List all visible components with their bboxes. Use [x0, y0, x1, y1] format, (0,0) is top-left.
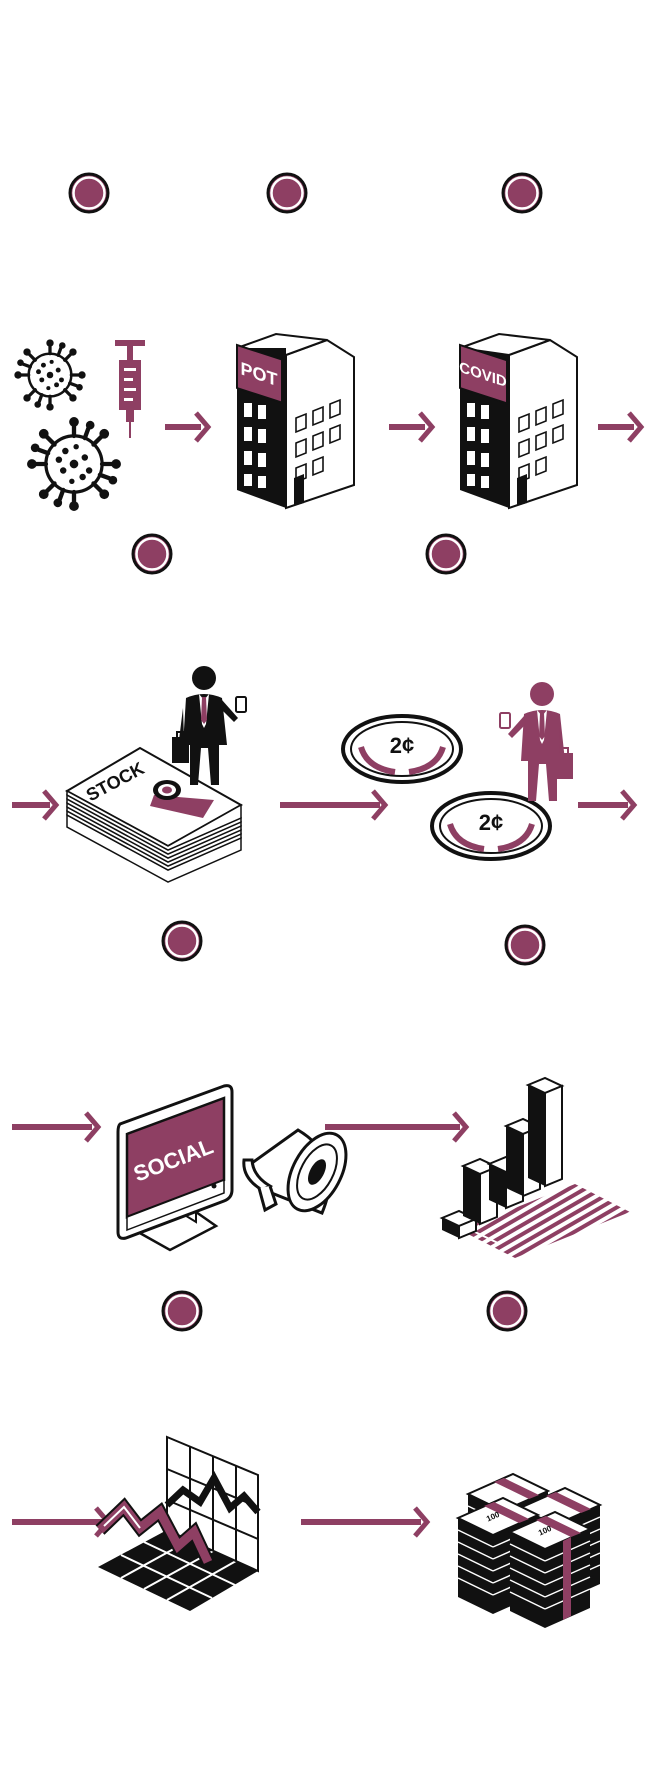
arrow-icon [325, 1111, 470, 1143]
businessman-icon [172, 666, 247, 785]
businessman-icon [499, 682, 573, 801]
step-marker-icon [131, 533, 173, 575]
coin-icon: 2¢ [430, 791, 552, 861]
coin-value-label: 2¢ [390, 733, 414, 758]
arrow-icon [165, 411, 212, 443]
money-stack-icon: 100 100 [455, 1472, 603, 1628]
megaphone-icon [242, 1128, 348, 1215]
step-marker-icon [161, 920, 203, 962]
arrow-icon [280, 789, 389, 821]
syringe-icon [115, 340, 145, 438]
arrow-icon [301, 1506, 431, 1538]
arrow-icon [578, 789, 638, 821]
step-marker-icon [266, 172, 308, 214]
step-marker-icon [501, 172, 543, 214]
arrow-icon [12, 1506, 112, 1538]
monitor-icon: SOCIAL [116, 1084, 234, 1252]
step-marker-icon [161, 1290, 203, 1332]
building-icon [236, 332, 355, 510]
building-sign: POT [236, 343, 283, 404]
arrow-icon [12, 1111, 102, 1143]
building-sign: COVID [459, 343, 508, 405]
arrow-icon [598, 411, 645, 443]
virus-icon [12, 337, 88, 413]
step-marker-icon [486, 1290, 528, 1332]
coin-icon: 2¢ [341, 714, 463, 784]
step-marker-icon [504, 924, 546, 966]
step-marker-icon [68, 172, 110, 214]
line-chart-icon [95, 1435, 261, 1611]
arrow-icon [389, 411, 436, 443]
bar-chart-icon [439, 1076, 630, 1258]
coin-value-label: 2¢ [479, 810, 503, 835]
step-marker-icon [425, 533, 467, 575]
virus-icon [27, 417, 121, 511]
stock-certificate-icon: STOCK [64, 746, 244, 883]
arrow-icon [12, 789, 60, 821]
